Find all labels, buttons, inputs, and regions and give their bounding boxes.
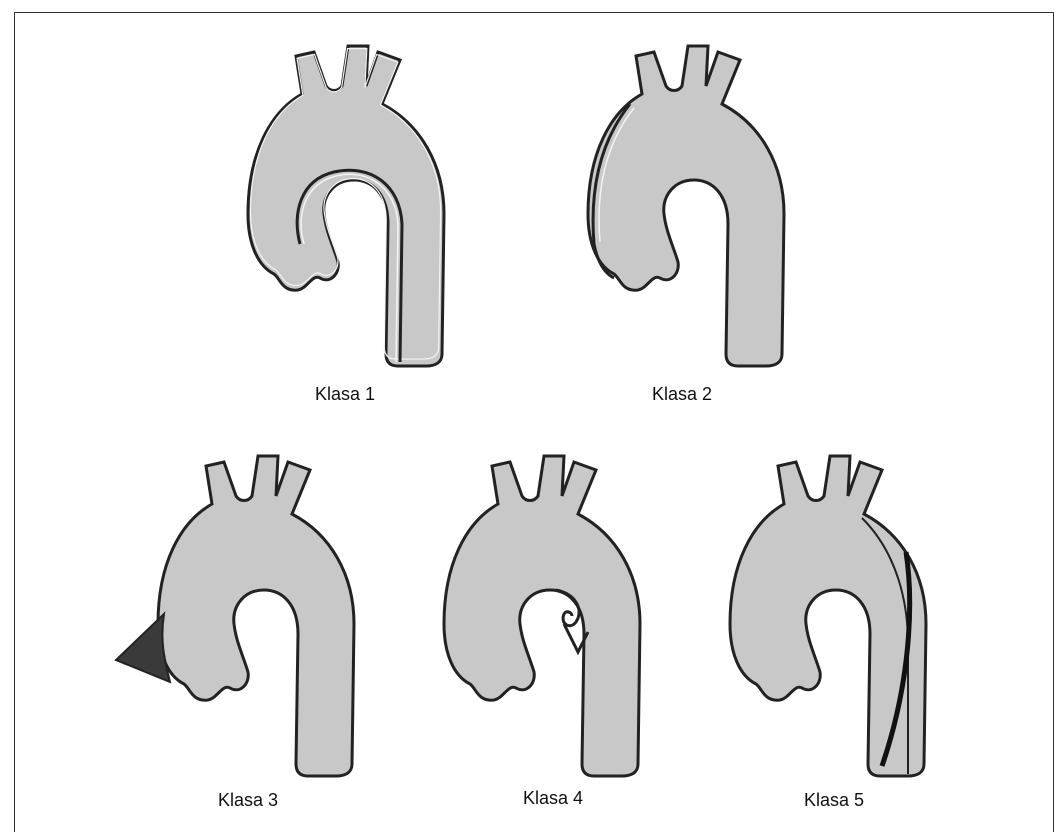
- panel-klasa-4: [444, 456, 640, 776]
- panel-klasa-1: [248, 46, 444, 366]
- panel-klasa-2: [588, 46, 784, 366]
- bulge: [116, 614, 170, 682]
- label-klasa-4: Klasa 4: [523, 788, 583, 809]
- panel-klasa-3: [116, 456, 354, 776]
- label-klasa-5: Klasa 5: [804, 790, 864, 811]
- label-klasa-3: Klasa 3: [218, 790, 278, 811]
- label-klasa-1: Klasa 1: [315, 384, 375, 405]
- panel-klasa-5: [730, 456, 926, 776]
- label-klasa-2: Klasa 2: [652, 384, 712, 405]
